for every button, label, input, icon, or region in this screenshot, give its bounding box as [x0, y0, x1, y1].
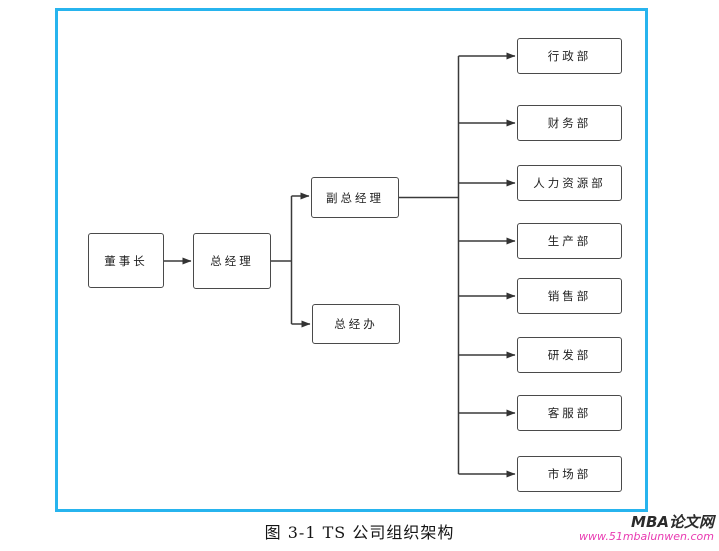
org-node-dept-customer-service: 客服部 — [517, 395, 622, 431]
org-node-general-manager-office: 总经办 — [312, 304, 400, 344]
org-node-deputy-general-manager: 副总经理 — [311, 177, 399, 218]
watermark-site-name: MBA论文网 — [631, 513, 714, 531]
org-node-dept-marketing: 市场部 — [517, 456, 622, 492]
org-node-dept-finance: 财务部 — [517, 105, 622, 141]
watermark-site-url: www.51mbalunwen.com — [579, 529, 714, 543]
org-node-dept-production: 生产部 — [517, 223, 622, 259]
org-node-dept-human-resources: 人力资源部 — [517, 165, 622, 201]
org-node-dept-administration: 行政部 — [517, 38, 622, 74]
org-node-general-manager: 总经理 — [193, 233, 271, 289]
org-node-dept-rnd: 研发部 — [517, 337, 622, 373]
figure-caption: 图 3-1 TS 公司组织架构 — [264, 523, 455, 542]
org-node-chairman: 董事长 — [88, 233, 164, 288]
watermark: MBA论文网 www.51mbalunwen.com — [579, 514, 714, 543]
org-node-dept-sales: 销售部 — [517, 278, 622, 314]
